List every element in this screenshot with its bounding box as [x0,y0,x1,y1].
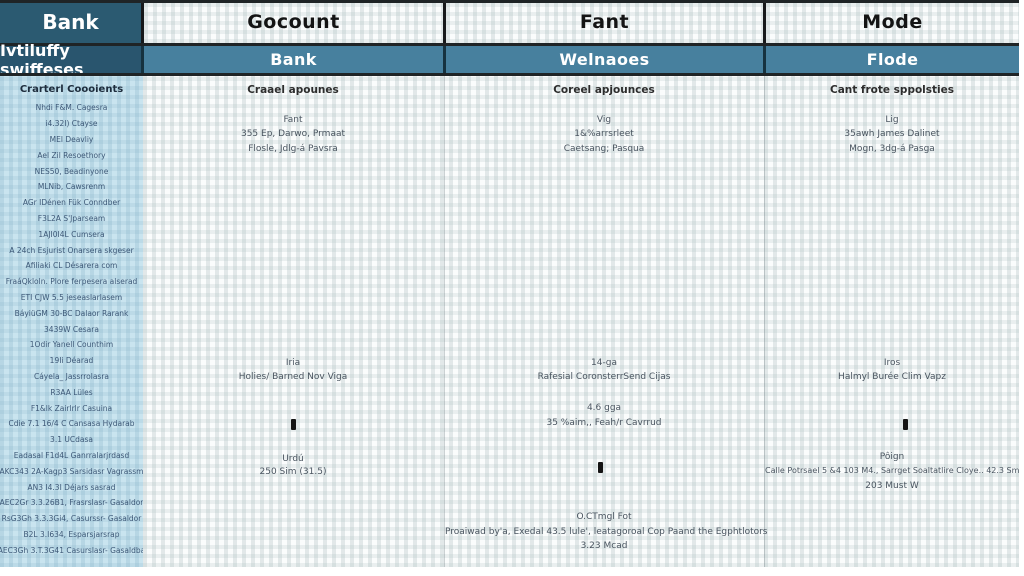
sidebar-row[interactable]: ETI CJW 5.5 jeseaslarlasem [20,292,123,302]
subheader-welnaoes-label: Welnaoes [559,50,650,69]
sidebar-row[interactable]: 1Odir Yanell Counthim [29,340,114,350]
subheader-cell-flode[interactable]: Flode [766,46,1019,73]
welnaoes-cell: 1&%arrsrleet [574,129,634,139]
bank-cell: Iria [285,358,301,368]
subheader-flode-label: Flode [866,50,919,69]
sidebar-row[interactable]: Eadasal F1d4L Ganrralarjrdasd [13,450,130,460]
sidebar-row[interactable]: AEC3Gh 3.T.3G41 Casurslasr- Gasaldba [0,545,143,555]
flode-cell: 203 Must W [865,481,919,491]
header-cell-bank-label: Bank [42,9,99,34]
sidebar-row[interactable]: AKC343 2A-Kagp3 Sarsidasr Vagrassm [0,466,143,476]
grid-line-vertical [763,46,766,73]
sidebar-row[interactable]: F3L2A S'Jparseam [37,213,106,223]
sidebar-row[interactable]: Cdie 7.1 16/4 C Cansasa Hydarab [8,419,135,429]
bank-cell: Fant [283,115,303,125]
welnaoes-cell: Rafesial CoronsterrSend Cijas [537,372,671,382]
sidebar-row[interactable]: AEC2Gr 3.3.26B1, Frasrslasr- Gasaldor [0,498,143,508]
flode-cell: Mogn, 3dg-á Pasga [849,144,935,154]
welnaoes-cell: 3.23 Mcad [580,541,628,551]
sidebar-row[interactable]: AN3 I4.3I Déjars sasrad [27,482,116,492]
welnaoes-cell: Vig [596,115,612,125]
column-divider [444,76,445,567]
welnaoes-cell: 35 %aim,, Feah/r Cavrrud [546,418,662,428]
grid-line-horizontal [0,73,1019,76]
main-grid-area [143,76,1019,567]
welnaoes-cell: 14-ga [591,358,617,368]
flode-cell: Pôign [879,452,905,462]
sidebar-row[interactable]: i4.32I) Ctayse [45,119,98,129]
sidebar-row[interactable]: Ael Zil Resoethory [37,150,106,160]
sidebar-row[interactable]: A 24ch Esjurist Onarsera skgeser [9,245,134,255]
grid-line-vertical [141,0,144,43]
flode-cell: Halmyl Burée Clim Vapz [838,372,946,382]
subheader-bank-label: Bank [270,50,317,69]
welnaoes-section-title: Coreel apjounces [553,84,655,96]
sidebar-row[interactable]: FraáQkloln. Plore ferpesera alserad [5,277,138,287]
sidebar-row[interactable]: AGr IDénen Fük Conndber [22,198,121,208]
grid-line-vertical [763,0,766,43]
bottom-margin [0,567,1024,576]
sidebar-row[interactable]: F1&lk Zairlrlr Casuina [30,403,113,413]
flode-cell: Calle Potrsael 5 &4 103 M4., Sarrget Soa… [765,466,1024,475]
black-marker-icon [598,462,603,473]
bank-cell: 250 Sim (31.5) [259,467,327,477]
sidebar-row[interactable]: 19Ii Déarad [49,356,94,366]
header-cell-bank[interactable]: Bank [0,0,141,43]
subheader-cell-welnaoes[interactable]: Welnaoes [446,46,763,73]
sidebar-row[interactable]: R3AA Lüles [50,387,93,397]
flode-cell: 35awh James Dalinet [844,129,940,139]
sidebar-panel [0,76,143,567]
sidebar-list: Nhdi F&M. Cagesra i4.32I) Ctayse MEl Dea… [0,100,143,558]
right-margin [1019,0,1024,576]
flode-section-title: Cant frote sppolsties [829,84,955,96]
bank-cell: Flosle, Jdlg-á Pavsra [248,144,338,154]
sidebar-row[interactable]: 1AJI0I4L Cumsera [38,229,105,239]
welnaoes-cell: Proaiwad by'a, Exedal 43.5 lule', leatag… [445,527,768,537]
header-cell-mode[interactable]: Mode [766,0,1019,43]
header-cell-fant-label: Fant [579,10,630,33]
black-marker-icon [291,419,296,430]
bank-cell: 355 Ep, Darwo, Prmaat [240,129,346,139]
sidebar-row[interactable]: 3.1 UCdasa [50,435,93,445]
header-cell-gocount-label: Gocount [247,10,340,33]
subheader-cell-bank[interactable]: Bank [144,46,443,73]
bank-section-title: Craael apounes [247,84,339,96]
sidebar-title: Crarterl Coooients [19,84,124,95]
flode-cell: Lig [885,115,899,125]
sidebar-row[interactable]: B2L 3.I634, Esparsjarsrap [23,529,120,539]
black-marker-icon [903,419,908,430]
grid-line-top [0,0,1019,3]
welnaoes-cell: Caetsang; Pasqua [563,144,645,154]
sidebar-row[interactable]: 3439W Cesara [44,324,99,334]
sidebar-row[interactable]: NES50, Beadinyone [34,166,109,176]
sidebar-row[interactable]: BáyiüGM 30-BC Dalaor Rarank [14,308,129,318]
grid-line-vertical [443,46,446,73]
grid-line-vertical [443,0,446,43]
sidebar-row[interactable]: MEl Deavliy [49,134,94,144]
grid-line-horizontal [0,43,1019,46]
header-cell-gocount[interactable]: Gocount [144,0,443,43]
header-cell-fant[interactable]: Fant [446,0,763,43]
bank-cell: Holies/ Barned Nov Viga [238,372,348,382]
sidebar-row[interactable]: Cáyela_ Jassrrolasra [33,371,110,381]
subheader-cell-swiffeses[interactable]: Ivtiluffy swiffeses [0,41,141,79]
flode-cell: Iros [883,358,901,368]
sidebar-row[interactable]: RsG3Gh 3.3.3Gi4, Casurssr- Gasaldor [1,514,142,524]
header-cell-mode-label: Mode [862,10,923,33]
column-divider [764,76,765,567]
sidebar-row[interactable]: MLNib, Cawsrenm [37,182,106,192]
sidebar-row[interactable]: Nhdi F&M. Cagesra [35,103,108,113]
bank-cell: Urdú [282,454,304,464]
sidebar-row[interactable]: Afiliaki CL Désarera com [25,261,118,271]
welnaoes-cell: 4.6 gga [586,403,622,413]
welnaoes-cell: O.CTmgl Fot [576,512,632,522]
grid-line-vertical [141,46,144,73]
